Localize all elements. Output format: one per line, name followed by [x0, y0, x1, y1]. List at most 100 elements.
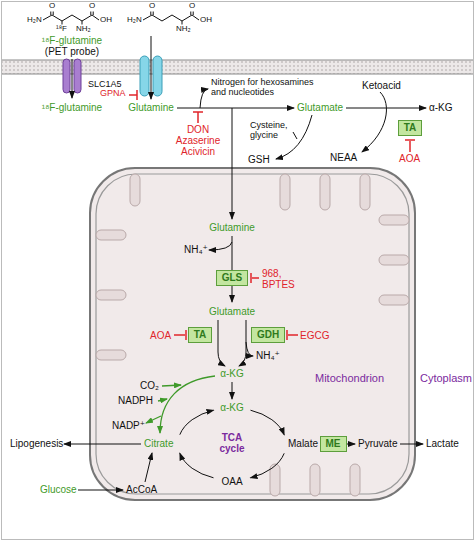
metabolite-label: ¹⁸F-glutamine	[42, 35, 102, 46]
pathway-line	[177, 108, 294, 109]
process-label: Malate	[288, 438, 318, 449]
pathway-line	[129, 94, 137, 96]
shape-group	[43, 12, 99, 25]
process-label: NH₄⁺	[184, 244, 208, 255]
enzyme-name: GLS	[222, 272, 243, 284]
inhibitor-label: EGCG	[300, 330, 329, 341]
process-label: Pyruvate	[358, 438, 397, 449]
pathway-arrow	[362, 92, 386, 152]
shape-rect	[379, 255, 409, 265]
atom-label: OH	[200, 16, 212, 25]
pathway-line	[288, 334, 298, 336]
process-label: Lipogenesis	[10, 438, 63, 449]
enzyme-name: TA	[194, 329, 207, 341]
shape-rect	[96, 350, 126, 360]
pathway-line	[250, 273, 252, 283]
atom-label: H₂N	[27, 16, 42, 25]
process-label: GSH	[248, 154, 270, 165]
pathway-line	[151, 36, 152, 99]
process-label: Ketoacid	[362, 80, 401, 91]
enzyme-box: GLS	[216, 270, 249, 286]
inhibitor-label: 968, BPTES	[262, 268, 298, 290]
pathway-line	[150, 12, 151, 16]
pathway-arrow	[160, 376, 215, 433]
atom-label: O	[89, 2, 95, 11]
enzyme-box: TA	[398, 120, 423, 136]
cell-membrane	[2, 60, 473, 74]
pathway-line	[2, 74, 473, 75]
enzyme-name: ME	[326, 438, 341, 450]
pathway-line	[409, 141, 411, 152]
atom-label: OH	[100, 16, 112, 25]
process-label: Lactate	[426, 438, 459, 449]
shape-rect	[350, 464, 360, 496]
pathway-line	[185, 330, 187, 340]
process-label: NADPH	[118, 395, 153, 406]
metabolite-label: α-KG	[220, 368, 244, 379]
metabolite-label: α-KG	[220, 402, 244, 413]
process-label: CO₂	[140, 380, 159, 391]
pathway-line	[405, 139, 415, 141]
pathway-line	[153, 12, 154, 16]
shape-rect	[379, 295, 409, 305]
pathway-line	[90, 12, 91, 16]
process-label: Nitrogen for hexosamines and nucleotides	[211, 78, 327, 98]
mitochondrion-outline	[90, 168, 415, 500]
enzyme-box: ME	[320, 436, 347, 452]
shape-rect	[96, 290, 126, 300]
process-label: NEAA	[330, 152, 357, 163]
shape-rect	[63, 59, 70, 93]
inhibitor-label: DON Azaserine Acivicin	[173, 124, 223, 157]
pathway-arrows	[64, 36, 426, 490]
shape-rect	[280, 174, 290, 210]
pathway-line	[82, 21, 83, 25]
shape-rect	[320, 174, 330, 210]
pathway-arrow	[239, 320, 246, 366]
pathway-arrow	[251, 453, 285, 478]
pathway-line	[146, 416, 161, 423]
glutamine-structures	[43, 12, 199, 25]
shape-rect	[379, 215, 409, 225]
atom-label: H₂N	[127, 16, 142, 25]
inhibitor-label: AOA	[150, 330, 171, 341]
enzyme-box: TA	[188, 327, 213, 343]
atom-label: O	[49, 2, 55, 11]
atom-label: O	[189, 2, 195, 11]
process-label: NH₄⁺	[256, 350, 280, 361]
pathway-line	[62, 21, 63, 25]
compartment-label: Cytoplasm	[420, 372, 472, 384]
shape-rect	[96, 230, 126, 240]
pathway-line	[162, 385, 181, 386]
metabolite-label: Glutamine	[128, 102, 174, 113]
pathway-line	[64, 444, 141, 445]
pathway-line	[193, 12, 194, 16]
pathway-line	[145, 453, 152, 482]
pathway-line	[400, 444, 423, 445]
pathway-line	[93, 12, 94, 16]
inhibitor-label: GPNA	[100, 89, 126, 99]
compartment-label: TCA cycle	[215, 432, 249, 454]
process-label: (PET probe)	[45, 46, 99, 57]
pathway-line	[174, 334, 185, 336]
metabolite-label: Citrate	[144, 438, 173, 449]
metabolite-label: ¹⁸F-glutamine	[42, 102, 102, 113]
metabolite-label: Glutamate	[297, 102, 343, 113]
atom-label: NH₂	[76, 25, 91, 34]
pathway-line	[232, 382, 233, 399]
shape-group	[143, 12, 199, 25]
pathway-line	[50, 12, 51, 16]
mitochondrion-region: MitochondrionGLSTAGDHME	[90, 168, 415, 500]
pathway-line	[232, 108, 233, 219]
shape-rect	[153, 56, 162, 96]
metabolite-label: Glutamine	[209, 222, 255, 233]
pathway-line	[197, 112, 199, 123]
shape-rect	[310, 464, 320, 496]
pathway-line	[78, 490, 123, 491]
enzyme-box: GDH	[251, 327, 285, 343]
pathway-line	[252, 277, 259, 279]
shape-rect	[360, 174, 370, 210]
inhibitor-label: AOA	[399, 153, 420, 164]
metabolite-label: Glucose	[40, 484, 77, 495]
